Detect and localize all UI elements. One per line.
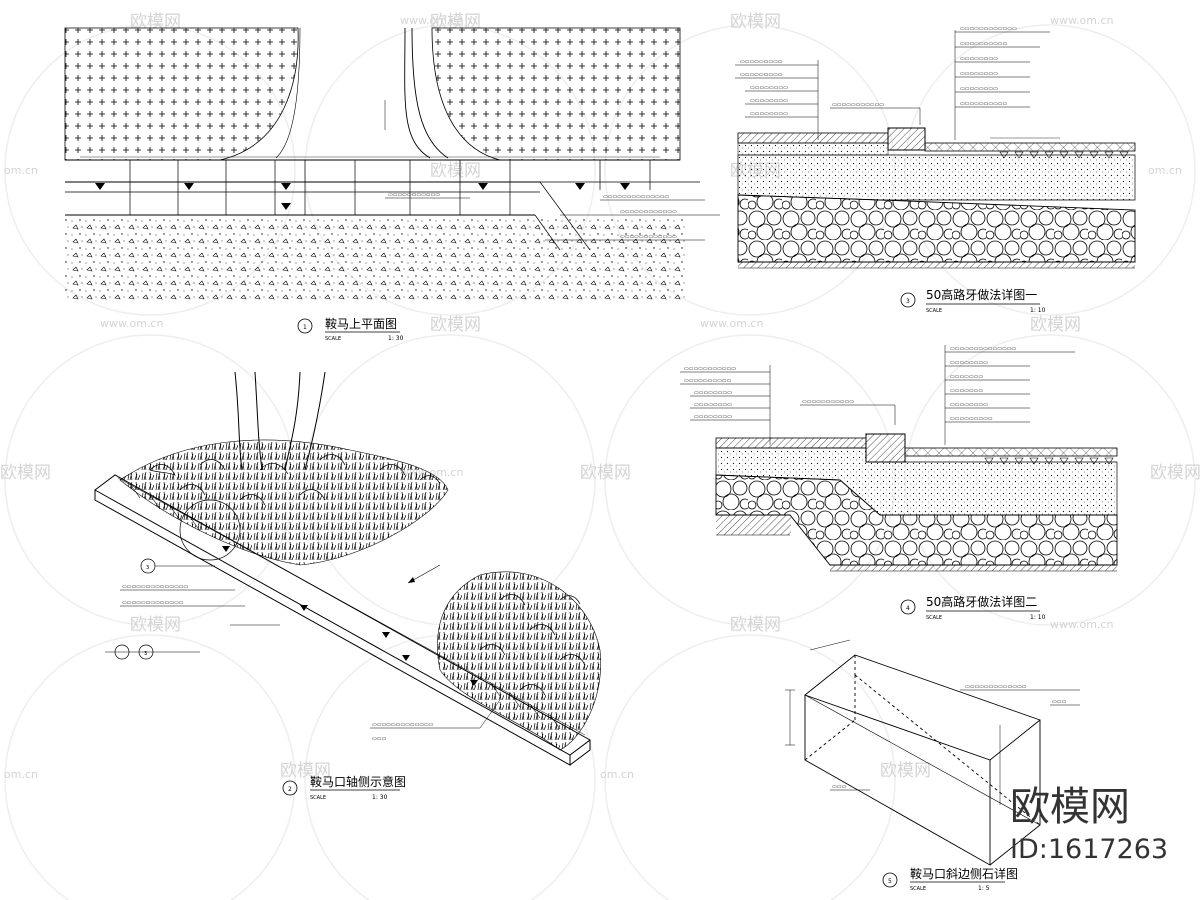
svg-text:▭▭▭▭▭▭▭▭▭▭▭▭▭▭: ▭▭▭▭▭▭▭▭▭▭▭▭▭▭ <box>122 584 188 590</box>
brand-id: ID:1617263 <box>1010 834 1168 865</box>
svg-text:▭▭▭: ▭▭▭ <box>1052 699 1066 705</box>
watermark-site: www.om.cn <box>1050 618 1113 631</box>
svg-text:▭▭▭▭▭▭▭▭▭▭▭▭▭: ▭▭▭▭▭▭▭▭▭▭▭▭▭ <box>122 600 184 606</box>
callout-ref: 3 <box>146 565 149 571</box>
planting-bed-left <box>64 27 299 161</box>
watermark-site: om.cn <box>1148 164 1182 177</box>
scale-label: SCALE <box>926 308 942 314</box>
svg-text:▭▭▭▭▭▭▭▭: ▭▭▭▭▭▭▭▭ <box>694 390 732 396</box>
svg-text:▭▭▭▭▭▭▭▭: ▭▭▭▭▭▭▭▭ <box>960 56 998 62</box>
scale-value: 1: 30 <box>388 335 404 342</box>
svg-text:▭▭▭▭▭▭▭▭: ▭▭▭▭▭▭▭▭ <box>694 402 732 408</box>
scale-value: 1: 30 <box>372 794 388 801</box>
scale-label: SCALE <box>910 886 926 892</box>
drawing-number: 1 <box>303 324 307 331</box>
svg-text:▭▭▭▭▭▭▭▭▭▭▭▭▭: ▭▭▭▭▭▭▭▭▭▭▭▭▭ <box>372 722 434 728</box>
scale-value: 1: 10 <box>1030 614 1046 621</box>
watermark-brand: 欧模网 <box>130 12 181 32</box>
watermark-site: www.om.cn <box>400 14 463 27</box>
drawing-number: 3 <box>906 298 910 305</box>
drawing-title: 50高路牙做法详图二 <box>926 594 1037 609</box>
svg-text:▭▭▭▭▭▭▭▭: ▭▭▭▭▭▭▭▭ <box>950 402 988 408</box>
watermark-brand: 欧模网 <box>280 761 331 781</box>
watermark-site: www.om.cn <box>1050 14 1113 27</box>
watermark-brand: 欧模网 <box>880 761 931 781</box>
drawing-number: 5 <box>888 878 892 885</box>
svg-text:▭▭▭▭▭▭▭▭▭▭▭▭▭▭: ▭▭▭▭▭▭▭▭▭▭▭▭▭▭ <box>603 194 669 200</box>
plan-drawing: ▭▭▭▭▭▭▭▭▭▭▭ ▭▭▭▭▭▭▭▭▭▭▭▭▭▭ ▭▭▭▭▭▭▭▭▭▭▭▭ … <box>64 27 720 342</box>
scale-label: SCALE <box>926 615 942 621</box>
svg-text:▭▭▭▭▭▭▭: ▭▭▭▭▭▭▭ <box>950 374 983 380</box>
drawing-title: 50高路牙做法详图一 <box>926 287 1037 302</box>
drawing-title: 鞍马上平面图 <box>325 316 397 331</box>
watermark-site: www.om.cn <box>700 317 763 330</box>
svg-text:▭▭▭▭▭▭▭▭▭: ▭▭▭▭▭▭▭▭▭ <box>950 416 993 422</box>
section-detail-one: ▭▭▭▭▭▭▭▭▭▭▭▭▭▭▭▭▭▭ ▭▭▭▭▭▭▭▭▭▭▭▭▭▭▭▭ ▭▭▭▭… <box>735 26 1136 314</box>
scale-value: 1: 10 <box>1030 307 1046 314</box>
callout-ref: 3 <box>144 651 147 657</box>
isometric-drawing: 3 3 ▭▭▭▭▭▭▭▭▭▭▭▭▭▭ ▭▭▭▭▭▭▭▭▭▭▭▭▭ ▭▭▭▭▭▭▭… <box>94 371 601 801</box>
watermark-site: om.cn <box>4 164 38 177</box>
svg-text:▭▭▭▭▭▭▭▭: ▭▭▭▭▭▭▭▭ <box>950 360 988 366</box>
scale-value: 1: 5 <box>978 885 990 892</box>
drawing-number: 2 <box>288 786 292 793</box>
drawing-number: 4 <box>906 605 910 612</box>
svg-text:▭▭▭: ▭▭▭ <box>372 736 386 742</box>
watermark-brand: 欧模网 <box>130 615 181 635</box>
svg-text:▭▭▭▭▭▭▭▭: ▭▭▭▭▭▭▭▭ <box>750 111 788 117</box>
watermark-brand: 欧模网 <box>430 161 481 181</box>
svg-text:▭▭▭▭▭▭▭▭▭▭▭▭▭▭: ▭▭▭▭▭▭▭▭▭▭▭▭▭▭ <box>950 346 1016 352</box>
watermark-brand: 欧模网 <box>430 315 481 335</box>
scale-label: SCALE <box>310 795 326 801</box>
svg-text:▭▭▭▭▭▭▭▭: ▭▭▭▭▭▭▭▭ <box>960 71 998 77</box>
svg-text:▭▭▭▭▭▭▭▭▭▭▭: ▭▭▭▭▭▭▭▭▭▭▭ <box>802 399 854 405</box>
svg-text:▭▭▭▭▭▭▭▭▭▭▭: ▭▭▭▭▭▭▭▭▭▭▭ <box>832 102 884 108</box>
svg-text:▭▭▭▭▭▭▭▭: ▭▭▭▭▭▭▭▭ <box>960 86 998 92</box>
svg-text:▭▭▭▭▭▭▭▭▭▭▭▭: ▭▭▭▭▭▭▭▭▭▭▭▭ <box>960 26 1017 32</box>
watermark-site: om.cn <box>4 768 38 781</box>
curb-stone-detail: ▭▭▭▭▭▭▭▭▭▭▭▭▭ ▭▭▭ ▭▭▭ 5 鞍马口斜边侧石详图 SCALE … <box>785 639 1080 892</box>
svg-text:▭▭▭▭▭▭▭▭▭▭▭: ▭▭▭▭▭▭▭▭▭▭▭ <box>684 366 736 372</box>
corner-brand: 欧模网 ID:1617263 <box>1010 784 1168 865</box>
svg-text:▭▭▭▭▭▭▭▭▭▭▭▭: ▭▭▭▭▭▭▭▭▭▭▭▭ <box>620 209 677 215</box>
watermark-brand: 欧模网 <box>1030 315 1081 335</box>
drawing-title: 鞍马口斜边侧石详图 <box>910 866 1018 881</box>
svg-text:▭▭▭▭▭▭▭▭: ▭▭▭▭▭▭▭▭ <box>750 98 788 104</box>
scale-label: SCALE <box>325 336 341 342</box>
svg-text:▭▭▭▭▭▭▭▭: ▭▭▭▭▭▭▭▭ <box>694 414 732 420</box>
svg-text:▭▭▭▭▭▭▭▭: ▭▭▭▭▭▭▭▭ <box>750 85 788 91</box>
planting-bed-right <box>431 27 681 161</box>
watermark-brand: 欧模网 <box>730 12 781 32</box>
svg-text:▭▭▭: ▭▭▭ <box>832 784 846 790</box>
watermark-brand: 欧模网 <box>1150 463 1200 483</box>
watermark-brand: 欧模网 <box>580 463 631 483</box>
svg-text:▭▭▭▭▭▭▭▭▭▭: ▭▭▭▭▭▭▭▭▭▭ <box>684 378 732 384</box>
section-detail-two: ▭▭▭▭▭▭▭▭▭▭▭▭▭▭▭▭▭▭▭▭▭ ▭▭▭▭▭▭▭▭▭▭▭▭▭▭▭▭ ▭… <box>680 345 1118 621</box>
watermark-brand: 欧模网 <box>430 12 481 32</box>
svg-text:▭▭▭▭▭▭▭: ▭▭▭▭▭▭▭ <box>950 388 983 394</box>
watermark-site: www.om.cn <box>100 317 163 330</box>
svg-text:▭▭▭▭▭▭▭▭▭▭▭▭▭: ▭▭▭▭▭▭▭▭▭▭▭▭▭ <box>965 684 1027 690</box>
brand-logo-text: 欧模网 <box>1010 784 1130 830</box>
svg-text:▭▭▭▭▭▭▭▭▭▭: ▭▭▭▭▭▭▭▭▭▭ <box>960 101 1008 107</box>
watermark-site: om.cn <box>600 768 634 781</box>
watermark-brand: 欧模网 <box>730 615 781 635</box>
svg-text:▭▭▭▭▭▭▭▭▭: ▭▭▭▭▭▭▭▭▭ <box>740 59 783 65</box>
svg-text:▭▭▭▭▭▭▭▭▭▭▭: ▭▭▭▭▭▭▭▭▭▭▭ <box>388 192 440 198</box>
svg-text:▭▭▭▭▭▭▭▭▭: ▭▭▭▭▭▭▭▭▭ <box>740 72 783 78</box>
drawing-title: 鞍马口轴侧示意图 <box>310 774 406 789</box>
watermark-brand: 欧模网 <box>0 463 51 483</box>
svg-text:▭▭▭▭▭▭▭▭▭▭: ▭▭▭▭▭▭▭▭▭▭ <box>960 41 1008 47</box>
